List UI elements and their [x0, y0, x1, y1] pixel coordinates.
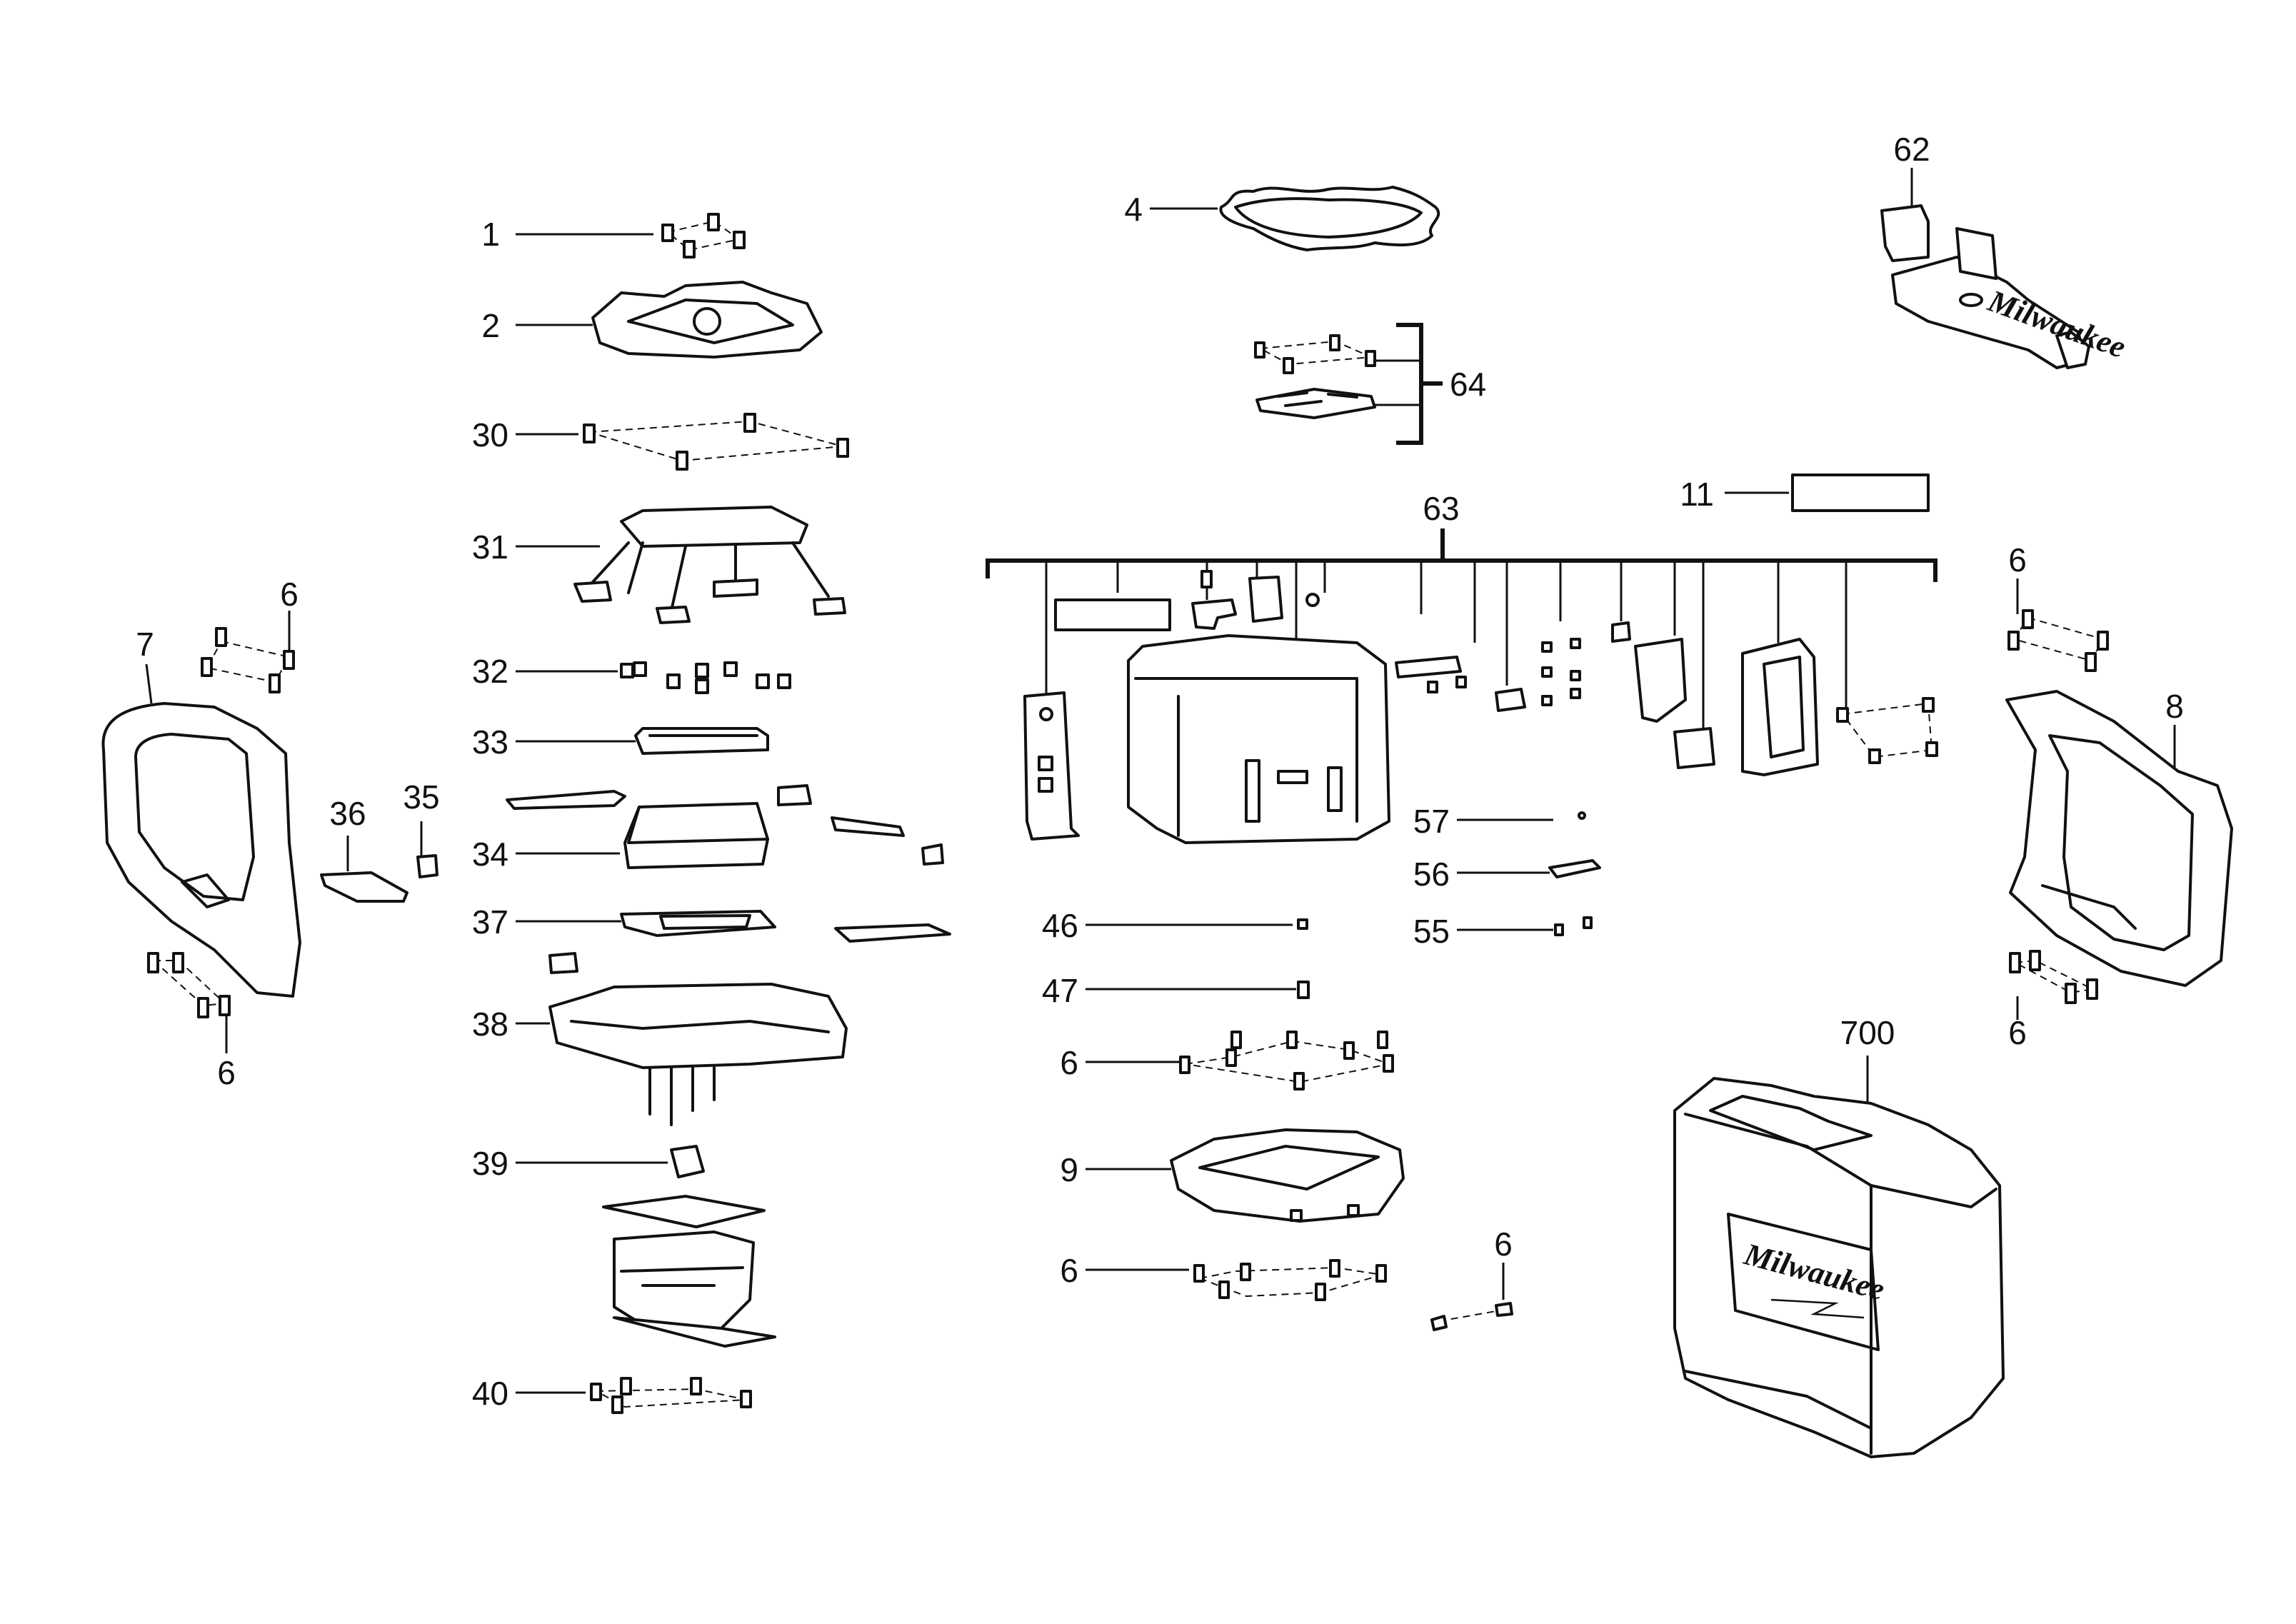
part-6-screws-right-bottom [2009, 950, 2098, 1020]
callout-4: 4 [1124, 191, 1143, 228]
part-37-window-base [516, 910, 951, 974]
part-36-cover-plate [320, 836, 408, 903]
part-57 [1457, 811, 1586, 821]
part-40-screws [516, 1377, 752, 1414]
part-56 [1457, 859, 1601, 878]
callout-38: 38 [472, 1006, 508, 1043]
part-31-frame [516, 506, 846, 624]
callout-1: 1 [481, 216, 500, 253]
callout-35: 35 [403, 778, 439, 816]
callout-33: 33 [472, 723, 508, 761]
part-7-left-handle [101, 663, 301, 998]
callout-7: 7 [136, 626, 154, 663]
part-55 [1457, 916, 1593, 936]
part-1-screws [516, 213, 746, 259]
part-6-screws-center-right [1430, 1263, 1513, 1331]
part-63-housing-group [986, 528, 1937, 728]
callout-6-center-bottom: 6 [1060, 1252, 1078, 1289]
part-47 [1086, 981, 1310, 999]
part-700-carrying-case: Milwaukee [1673, 1056, 2005, 1458]
callout-34: 34 [472, 836, 508, 873]
part-32-nuts [516, 661, 791, 694]
callout-62: 62 [1893, 131, 1930, 168]
part-11-label [1725, 473, 1930, 512]
callout-6-center-top: 6 [1060, 1044, 1078, 1081]
callout-6-left-top: 6 [280, 576, 299, 613]
callout-57: 57 [1413, 803, 1450, 840]
part-4-gasket [1150, 186, 1440, 251]
part-46 [1086, 918, 1308, 930]
callout-6-center-right: 6 [1494, 1225, 1513, 1263]
callout-6-right-bottom: 6 [2008, 1014, 2027, 1051]
callout-31: 31 [472, 528, 508, 566]
part-6-screws-left-top [201, 611, 295, 693]
callout-8: 8 [2165, 688, 2184, 725]
callout-36: 36 [329, 795, 366, 832]
callout-56: 56 [1413, 856, 1450, 893]
part-64-pcb [1254, 323, 1443, 445]
part-33-window-frame [516, 727, 769, 755]
callout-37: 37 [472, 903, 508, 941]
part-6-screws-center-bottom [1086, 1259, 1387, 1301]
part-39-leveling-assembly [516, 1145, 776, 1348]
callout-30: 30 [472, 416, 508, 453]
callout-11: 11 [1680, 476, 1714, 513]
part-6-screws-center-top [1086, 1031, 1394, 1091]
housing-components [1023, 570, 1938, 844]
part-38-chassis [516, 983, 848, 1126]
callout-6-left-bottom: 6 [217, 1054, 236, 1091]
callout-2: 2 [481, 307, 500, 344]
callout-64: 64 [1450, 366, 1486, 403]
part-30-screws [516, 413, 849, 471]
part-9-base [1086, 1128, 1405, 1223]
part-62-receiver-bracket: Milwaukee [1880, 168, 2130, 369]
part-6-screws-right-top [2007, 578, 2109, 672]
part-35-clip [416, 821, 438, 878]
callout-32: 32 [472, 653, 508, 690]
part-2-top-cap [516, 281, 823, 359]
part-8-right-handle [2005, 690, 2233, 987]
callout-700: 700 [1840, 1014, 1895, 1051]
part-34-window-prism [506, 784, 944, 869]
callout-40: 40 [472, 1375, 508, 1412]
part-6-screws-left-bottom [147, 952, 231, 1053]
callout-46: 46 [1042, 907, 1078, 944]
callout-39: 39 [472, 1145, 508, 1182]
callout-6-right-top: 6 [2008, 541, 2027, 578]
callout-63: 63 [1423, 490, 1459, 527]
callout-55: 55 [1413, 913, 1450, 950]
callout-9: 9 [1060, 1151, 1078, 1188]
callout-47: 47 [1042, 972, 1078, 1009]
